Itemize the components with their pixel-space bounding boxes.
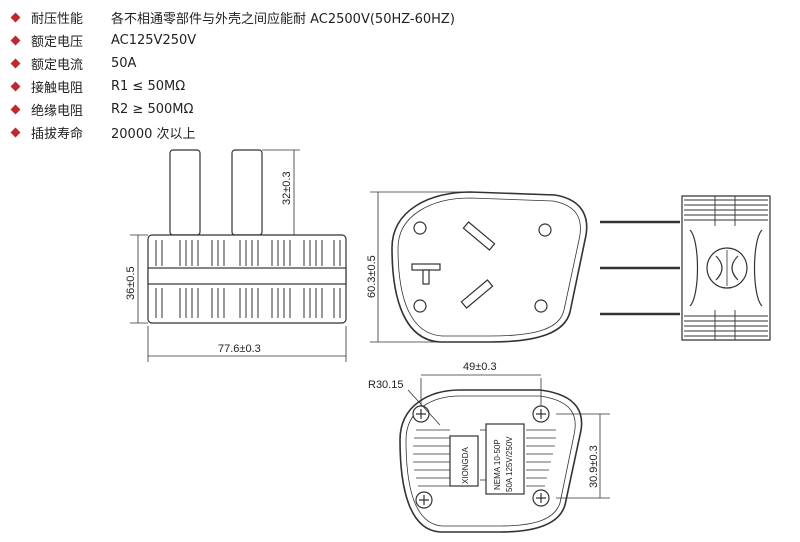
dim-radius: R30.15 — [368, 379, 403, 391]
screw-slot — [536, 493, 546, 503]
side-dims — [130, 149, 347, 362]
brand-label-box — [449, 435, 479, 487]
ribs-bottom — [155, 288, 341, 318]
ground-pin-stem — [422, 269, 430, 285]
side-view: 32±0.3 36±0.5 77.6±0.3 — [125, 149, 347, 362]
face-outline — [391, 191, 588, 343]
screw-icon — [534, 299, 548, 313]
spec-label: 接触电阻 — [31, 81, 84, 96]
ribs-top — [155, 240, 341, 266]
right-profile-view — [600, 195, 771, 341]
screw-slot — [416, 409, 426, 419]
screw-icon — [538, 223, 552, 237]
profile-curve-left — [689, 229, 699, 307]
face-dims — [370, 191, 470, 343]
front-face-view: 60.3±0.5 — [366, 191, 588, 343]
spec-row: 绝缘电阻 R2 ≥ 500MΩ — [8, 98, 455, 121]
spec-row: 额定电流 50A — [8, 52, 455, 75]
slot-upper — [462, 221, 496, 251]
back-inner-outline — [405, 395, 576, 527]
dim-face-height: 60.3±0.5 — [366, 255, 378, 298]
slot-lower — [460, 279, 494, 309]
spec-row: 接触电阻 R1 ≤ 50MΩ — [8, 75, 455, 98]
face-inner-outline — [397, 197, 581, 337]
dim-body-width: 77.6±0.3 — [218, 343, 261, 355]
ground-pin-bar — [411, 263, 441, 271]
spec-value: 20000 次以上 — [111, 127, 196, 142]
spec-value: R1 ≤ 50MΩ — [111, 79, 186, 94]
spec-value: 各不相通零部件与外壳之间应能耐 AC2500V(50HZ-60HZ) — [111, 12, 455, 27]
rating-line-2: 50A 125V/250V — [505, 436, 514, 492]
dim-pin-height: 32±0.3 — [281, 171, 293, 205]
brand-label: XIONGDA — [461, 446, 470, 484]
screw-slot — [419, 495, 429, 505]
spec-label: 额定电压 — [31, 35, 84, 50]
spec-value: R2 ≥ 500MΩ — [111, 102, 194, 117]
back-view: XIONGDA NEMA 10-50P 50A 125V/250V 49±0.3… — [368, 361, 610, 533]
spec-label: 额定电流 — [31, 58, 84, 73]
dim-back-height: 30.9±0.3 — [588, 445, 600, 488]
profile-curve-right — [753, 229, 763, 307]
spec-label: 绝缘电阻 — [31, 104, 84, 119]
pin-left — [169, 149, 201, 236]
profile-ribs — [684, 196, 768, 340]
cord-grip-mark — [715, 255, 723, 281]
cord-grip-mark — [731, 255, 739, 281]
screw-slot — [536, 409, 546, 419]
pin-right — [231, 149, 263, 236]
back-vents — [413, 429, 556, 487]
dim-body-height: 36±0.5 — [125, 266, 137, 300]
rating-line-1: NEMA 10-50P — [493, 439, 502, 490]
spec-label: 耐压性能 — [31, 12, 84, 27]
screw-icon — [413, 299, 427, 313]
spec-row: 额定电压 AC125V250V — [8, 29, 455, 52]
spec-value: AC125V250V — [111, 33, 197, 48]
screw-icon — [413, 221, 427, 235]
spec-label: 插拔寿命 — [31, 127, 84, 142]
spec-row: 插拔寿命 20000 次以上 — [8, 121, 455, 144]
spec-list: 耐压性能 各不相通零部件与外壳之间应能耐 AC2500V(50HZ-60HZ) 额… — [8, 6, 455, 144]
grip-band — [147, 267, 347, 285]
back-dims — [407, 374, 610, 499]
dim-back-width: 49±0.3 — [463, 361, 497, 373]
rating-label-box — [485, 423, 525, 495]
spec-row: 耐压性能 各不相通零部件与外壳之间应能耐 AC2500V(50HZ-60HZ) — [8, 6, 455, 29]
spec-value: 50A — [111, 56, 137, 71]
